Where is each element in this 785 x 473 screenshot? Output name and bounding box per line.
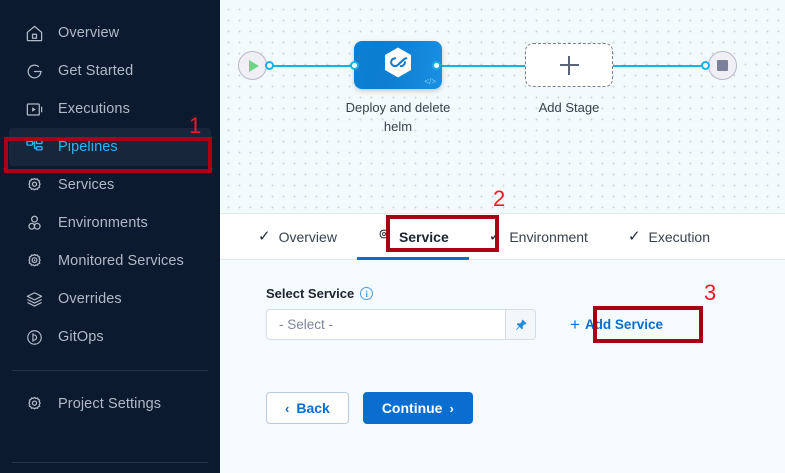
sidebar-item-overview[interactable]: Overview <box>9 14 211 52</box>
service-config-pane: Select Service i - Select - + Add Servic… <box>220 260 785 473</box>
gear-icon <box>377 228 391 245</box>
code-glyph-icon: </> <box>424 77 436 86</box>
stage-tabs: ✓ Overview Service ✓ Environment ✓ Execu… <box>220 213 785 260</box>
sidebar-item-overrides[interactable]: Overrides <box>9 280 211 318</box>
connector-start-to-stage <box>268 65 364 67</box>
stage-node-label: Deploy and delete helm <box>345 100 451 134</box>
stage-output-port[interactable] <box>432 61 441 70</box>
sidebar-item-label: Executions <box>58 101 130 117</box>
tab-overview[interactable]: ✓ Overview <box>238 214 357 259</box>
sidebar-item-gitops[interactable]: GitOps <box>9 318 211 356</box>
add-stage-label: Add Stage <box>538 100 600 115</box>
sidebar-bottom-divider <box>12 462 208 463</box>
sidebar-item-label: GitOps <box>58 329 104 345</box>
rocket-start-icon <box>23 60 45 82</box>
sidebar-item-label: Overrides <box>58 291 122 307</box>
sidebar-item-label: Overview <box>58 25 120 41</box>
sidebar: Overview Get Started Executions <box>0 0 220 473</box>
continue-button[interactable]: Continue › <box>362 392 473 424</box>
main-content: </> Deploy and delete helm Add Stage ✓ O… <box>220 0 785 473</box>
sidebar-item-monitored-services[interactable]: Monitored Services <box>9 242 211 280</box>
select-service-label-row: Select Service i <box>266 286 785 301</box>
tab-label: Service <box>398 228 449 245</box>
stop-icon <box>717 60 728 71</box>
gitops-icon <box>23 326 45 348</box>
sidebar-item-pipelines[interactable]: Pipelines <box>9 128 211 166</box>
tab-environment[interactable]: ✓ Environment <box>469 214 608 259</box>
sidebar-item-get-started[interactable]: Get Started <box>9 52 211 90</box>
pipeline-end-node[interactable] <box>708 51 737 80</box>
environments-icon <box>23 212 45 234</box>
sidebar-item-label: Project Settings <box>58 396 162 412</box>
sidebar-item-services[interactable]: Services <box>9 166 211 204</box>
helm-hex-icon <box>383 46 413 84</box>
chevron-left-icon: ‹ <box>285 400 290 416</box>
layers-icon <box>23 288 45 310</box>
gear-icon <box>23 174 45 196</box>
plus-icon <box>559 55 579 75</box>
sidebar-item-executions[interactable]: Executions <box>9 90 211 128</box>
select-service-value: - Select - <box>279 317 334 332</box>
sidebar-item-label: Pipelines <box>58 139 118 155</box>
monitored-gear-icon <box>23 250 45 272</box>
chevron-right-icon: › <box>449 400 454 416</box>
add-service-button[interactable]: + Add Service <box>570 309 663 340</box>
tab-label: Overview <box>278 228 337 245</box>
add-service-label: Add Service <box>584 317 663 332</box>
sidebar-item-label: Monitored Services <box>58 253 184 269</box>
sidebar-item-environments[interactable]: Environments <box>9 204 211 242</box>
select-service-label: Select Service <box>266 286 355 301</box>
back-label: Back <box>296 400 330 416</box>
pipeline-icon <box>23 136 45 158</box>
sidebar-divider <box>12 370 208 371</box>
tab-execution[interactable]: ✓ Execution <box>608 214 730 259</box>
back-button[interactable]: ‹ Back <box>266 392 349 424</box>
select-service-input[interactable]: - Select - <box>266 309 536 340</box>
connector-addstage-to-end <box>606 65 706 67</box>
tab-label: Execution <box>648 228 710 245</box>
check-icon: ✓ <box>627 228 641 245</box>
connector-stage-to-addstage <box>436 65 532 67</box>
select-service-row: - Select - + Add Service <box>266 309 785 340</box>
tab-label: Environment <box>509 228 588 245</box>
check-icon: ✓ <box>258 228 271 245</box>
sidebar-item-label: Environments <box>58 215 148 231</box>
end-port[interactable] <box>701 61 710 70</box>
info-icon[interactable]: i <box>360 287 374 300</box>
sidebar-item-label: Get Started <box>58 63 134 79</box>
continue-label: Continue <box>381 400 443 416</box>
sidebar-item-project-settings[interactable]: Project Settings <box>9 385 211 423</box>
check-icon: ✓ <box>488 228 502 245</box>
pipeline-start-node[interactable] <box>238 51 267 80</box>
sidebar-item-label: Services <box>58 177 115 193</box>
add-stage-button[interactable] <box>525 43 613 87</box>
start-port[interactable] <box>265 61 274 70</box>
gear-icon <box>23 393 45 415</box>
play-icon <box>249 59 259 72</box>
pin-icon[interactable] <box>505 310 535 339</box>
play-box-icon <box>23 98 45 120</box>
form-actions: ‹ Back Continue › <box>266 392 785 424</box>
pipeline-canvas[interactable]: </> Deploy and delete helm Add Stage <box>220 0 785 213</box>
home-icon <box>23 22 45 44</box>
stage-input-port[interactable] <box>350 61 359 70</box>
stage-node-deploy-and-delete-helm[interactable]: </> <box>354 41 442 89</box>
tab-service[interactable]: Service <box>356 214 469 260</box>
plus-icon: + <box>570 315 580 334</box>
